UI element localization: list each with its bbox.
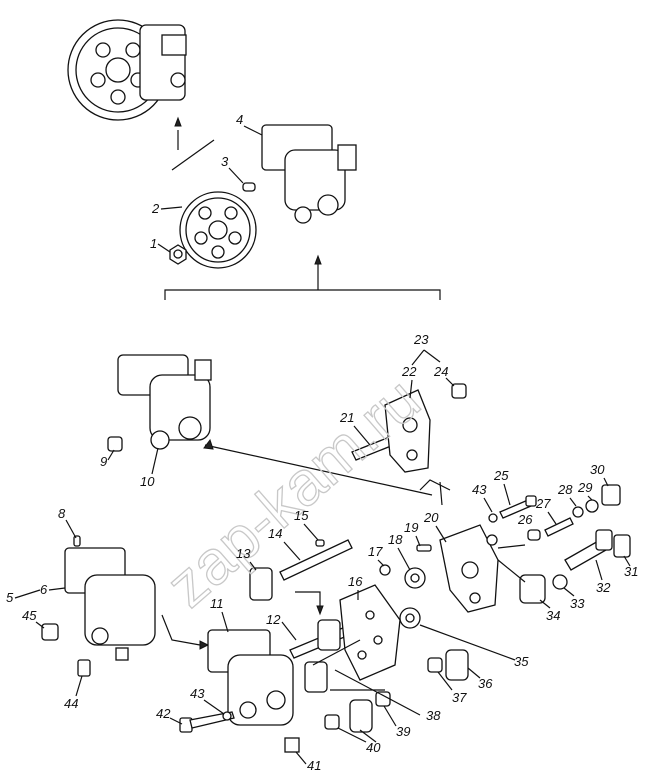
- callout-10: 10: [140, 474, 155, 489]
- part-key-15: [315, 539, 325, 547]
- arrow-to-part-20: [203, 438, 433, 496]
- part-spring-left: [115, 647, 129, 661]
- assembled-pump-with-gear: [67, 19, 187, 121]
- leader-lines-misc: [330, 624, 516, 716]
- part-plug-44: [77, 659, 91, 677]
- part-gear-18: [404, 567, 426, 589]
- callout-11: 11: [210, 596, 224, 611]
- shaft-arrow: [295, 591, 324, 616]
- callout-43-top: 43: [472, 482, 487, 497]
- part-washer-29: [585, 499, 599, 513]
- callout-24: 24: [433, 364, 448, 379]
- callout-19: 19: [404, 520, 418, 535]
- part-washer-43-bottom: [222, 711, 232, 721]
- arrows-to-part-20: [497, 544, 526, 583]
- part-bushing-24: [451, 383, 467, 399]
- part-spring-41: [284, 737, 300, 753]
- part-pump-body-4: [261, 124, 357, 224]
- callout-30: 30: [590, 462, 605, 477]
- callout-23: 23: [413, 332, 429, 347]
- part-pin-8: [73, 535, 81, 547]
- callout-14: 14: [268, 526, 282, 541]
- callout-29: 29: [577, 480, 592, 495]
- callout-32: 32: [596, 580, 611, 595]
- assembly-arrow-1: [171, 116, 215, 171]
- part-cover-20: [439, 524, 499, 613]
- part-bolt-25: [499, 495, 537, 519]
- part-bushing-37: [427, 657, 443, 673]
- part-plate-16: [339, 584, 401, 681]
- part-bushing-40: [324, 691, 391, 730]
- callout-20: 20: [423, 510, 439, 525]
- callout-31: 31: [624, 564, 638, 579]
- part-bushing-45: [41, 623, 59, 641]
- part-nut: [169, 244, 187, 265]
- callout-2: 2: [151, 201, 160, 216]
- part-gear-39: [349, 699, 373, 733]
- part-key: [242, 182, 256, 192]
- callout-1: 1: [150, 236, 157, 251]
- part-spring-34: [519, 574, 546, 604]
- part-gear-13: [249, 567, 273, 601]
- callout-34: 34: [546, 608, 560, 623]
- callout-21: 21: [339, 410, 354, 425]
- callout-44: 44: [64, 696, 78, 711]
- callout-43-bottom: 43: [190, 686, 205, 701]
- callout-45: 45: [22, 608, 37, 623]
- part-pin-17: [379, 564, 391, 576]
- part-housing-11: [207, 629, 294, 726]
- part-fitting-9: [107, 436, 123, 452]
- part-pin-19: [416, 544, 432, 552]
- callout-28: 28: [557, 482, 573, 497]
- callout-42: 42: [156, 706, 171, 721]
- callout-35: 35: [514, 654, 529, 669]
- callout-37: 37: [452, 690, 467, 705]
- callout-16: 16: [348, 574, 363, 589]
- callout-25: 25: [493, 468, 509, 483]
- part-cover-22: [384, 389, 431, 473]
- callout-13: 13: [236, 546, 251, 561]
- callout-39: 39: [396, 724, 410, 739]
- callout-12: 12: [266, 612, 281, 627]
- callout-5: 5: [6, 590, 14, 605]
- callout-17: 17: [368, 544, 383, 559]
- part-washer-43-top: [488, 513, 498, 523]
- callout-41: 41: [307, 758, 321, 773]
- callout-33: 33: [570, 596, 585, 611]
- callout-38: 38: [426, 708, 441, 723]
- part-gear: [179, 191, 257, 269]
- part-pump-assembly-10: [117, 354, 212, 450]
- callout-9: 9: [100, 454, 107, 469]
- callout-27: 27: [535, 496, 551, 511]
- part-housing-6: [64, 547, 156, 646]
- callout-4: 4: [236, 112, 243, 127]
- part-shaft-14: [279, 539, 353, 581]
- group-brace-mid: [419, 479, 451, 506]
- callout-26: 26: [517, 512, 533, 527]
- group-brace-top: [164, 254, 441, 300]
- callout-18: 18: [388, 532, 403, 547]
- callout-3: 3: [221, 154, 229, 169]
- part-plug-26: [527, 529, 541, 541]
- part-washer-28: [572, 506, 584, 518]
- part-spring-27: [544, 517, 574, 537]
- part-gear-36: [445, 649, 469, 681]
- callout-labels: 1 2 3 4 5 6 8 9 10 11 12 13 14 15 16 17 …: [6, 112, 638, 773]
- callout-6: 6: [40, 582, 48, 597]
- callout-15: 15: [294, 508, 309, 523]
- arrow-to-part-16: [312, 639, 361, 666]
- callout-40: 40: [366, 740, 381, 755]
- part-cap-31: [613, 534, 631, 558]
- part-ring-33: [552, 574, 568, 590]
- callout-36: 36: [478, 676, 493, 691]
- part-gear-35-small: [399, 607, 421, 629]
- callout-22: 22: [401, 364, 417, 379]
- part-gear-under-12: [304, 661, 328, 693]
- part-cap-30: [601, 484, 621, 506]
- callout-8: 8: [58, 506, 66, 521]
- arrow-to-part-11: [161, 614, 210, 650]
- part-plunger-32: [564, 529, 613, 571]
